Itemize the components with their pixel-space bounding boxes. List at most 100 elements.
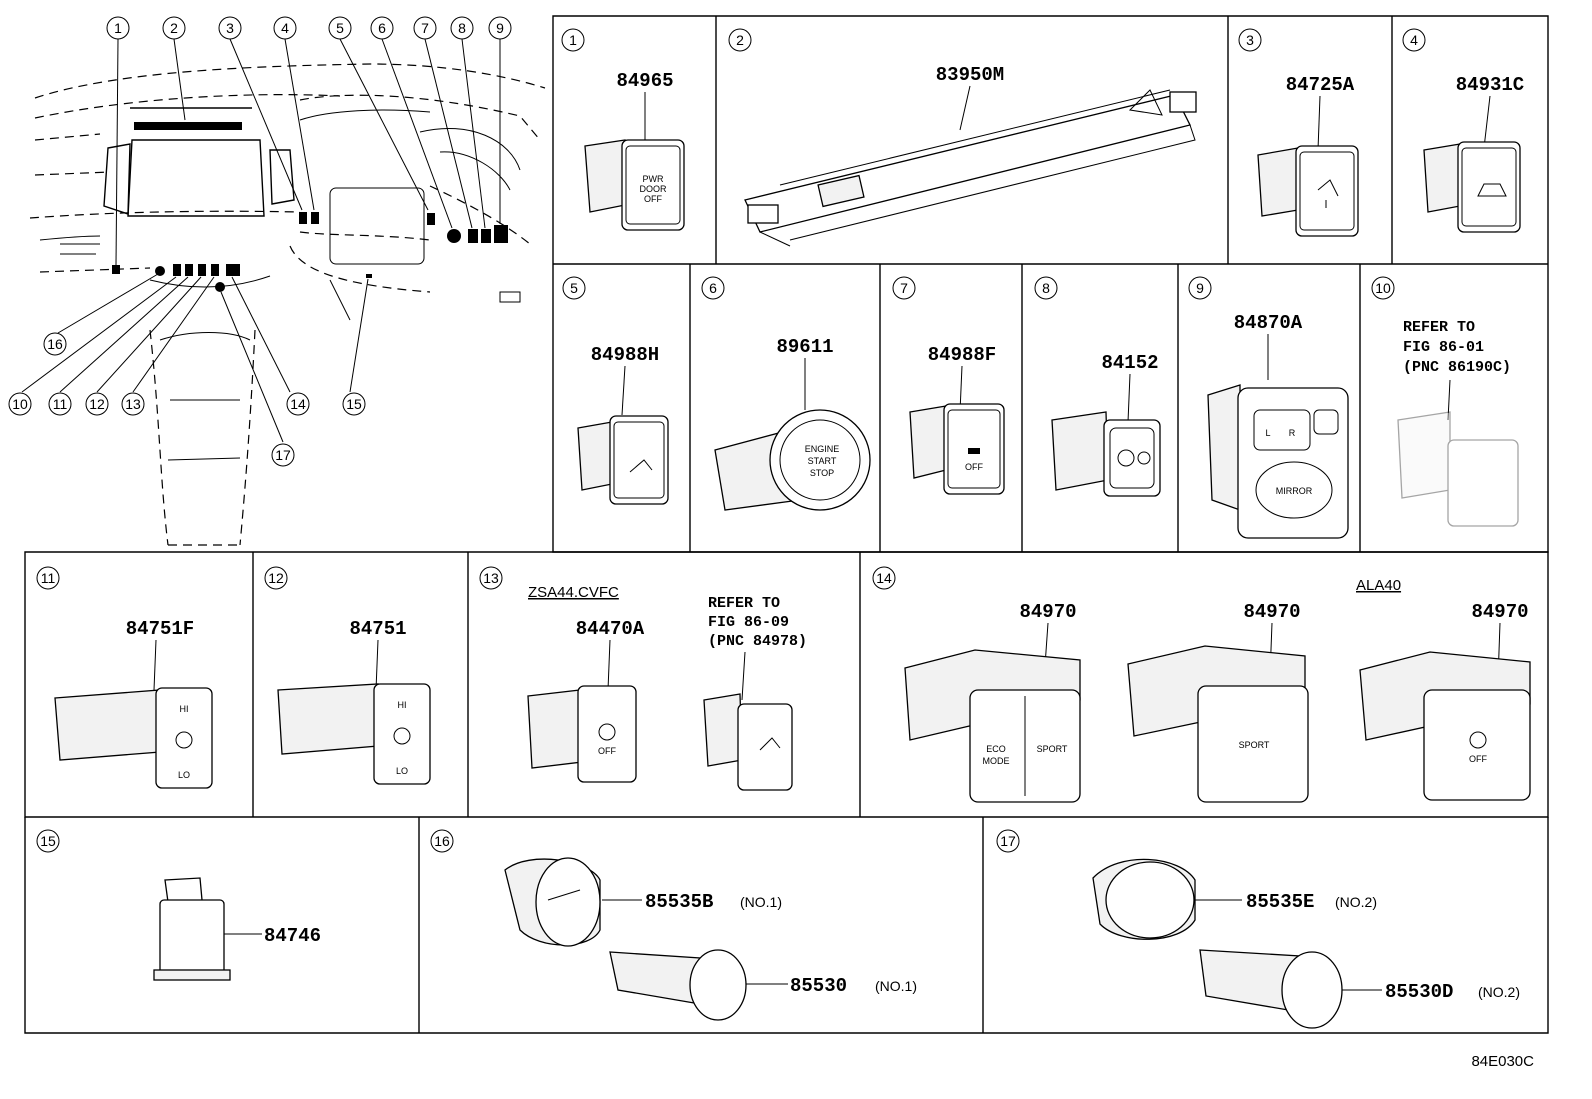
callout-7: 7 — [413, 16, 437, 40]
part-number: 84970 — [1019, 601, 1076, 623]
svg-text:3: 3 — [226, 20, 234, 36]
svg-text:16: 16 — [47, 336, 63, 352]
part-number: 84470A — [576, 618, 645, 640]
cell-15: 15 84746 — [36, 829, 321, 981]
power-socket-85535E — [1092, 858, 1196, 940]
part-number: 84725A — [1286, 74, 1355, 96]
auto-off-switch: OFF — [1359, 651, 1531, 801]
part-number: 84931C — [1456, 74, 1524, 96]
part-number: 85530 — [790, 975, 847, 997]
part-suffix: (NO.1) — [740, 894, 782, 910]
svg-text:R: R — [1289, 428, 1296, 438]
callout-10: 10 — [8, 392, 32, 416]
engine-start-button-89611: ENGINE START STOP — [714, 409, 871, 511]
svg-text:6: 6 — [709, 280, 717, 296]
svg-text:ENGINE: ENGINE — [805, 444, 840, 454]
part-suffix: (NO.1) — [875, 978, 917, 994]
condition-label: ALA40 — [1356, 577, 1401, 594]
svg-text:13: 13 — [125, 396, 141, 412]
eco-sport-switch: ECO MODE SPORT — [904, 649, 1081, 803]
figure-code: 84E030C — [1471, 1053, 1534, 1070]
switch-84746 — [153, 877, 231, 981]
callout-16: 16 — [43, 332, 67, 356]
svg-text:4: 4 — [281, 20, 289, 36]
svg-text:OFF: OFF — [598, 746, 616, 756]
part-suffix: (NO.2) — [1478, 984, 1520, 1000]
part-number: 84751 — [349, 618, 406, 640]
switch-84470A: OFF — [527, 685, 637, 783]
cell-2: 2 83950M — [728, 28, 1197, 247]
svg-text:13: 13 — [483, 570, 499, 586]
reference-part-84978 — [703, 693, 793, 791]
svg-text:11: 11 — [41, 570, 56, 586]
reference-note: REFER TO — [1403, 319, 1475, 336]
sport-switch: SPORT — [1127, 645, 1309, 803]
svg-text:9: 9 — [1196, 280, 1204, 296]
svg-text:1: 1 — [569, 32, 577, 48]
switch-84965: PWR DOOR OFF — [584, 139, 685, 231]
cell-10: 10 REFER TO FIG 86-01 (PNC 86190C) — [1371, 276, 1519, 527]
svg-text:6: 6 — [378, 20, 386, 36]
svg-text:L: L — [1265, 428, 1270, 438]
part-number: 85535B — [645, 891, 713, 913]
part-number: 84988F — [928, 344, 996, 366]
condition-label: ZSA44.CVFC — [528, 584, 619, 601]
seat-heater-switch-84751F: HI LO — [54, 687, 213, 789]
part-number: 84970 — [1471, 601, 1528, 623]
svg-text:2: 2 — [736, 32, 744, 48]
callout-13: 13 — [121, 392, 145, 416]
socket-insert-85530D — [1199, 949, 1343, 1029]
cell-17: 17 85535E (NO.2) 85530D (NO.2) — [996, 829, 1520, 1029]
reference-note: FIG 86-09 — [708, 614, 789, 631]
cell-11: 11 84751F HI LO — [36, 566, 213, 789]
cell-7: 7 84988F OFF — [892, 276, 1005, 495]
svg-text:8: 8 — [458, 20, 466, 36]
part-number: 84152 — [1101, 352, 1158, 374]
svg-text:OFF: OFF — [965, 462, 983, 472]
callout-14: 14 — [286, 392, 310, 416]
svg-text:5: 5 — [570, 280, 578, 296]
overview-callouts: 1 2 3 4 5 6 7 8 9 16 10 11 12 13 14 15 1… — [8, 16, 512, 467]
svg-text:9: 9 — [496, 20, 504, 36]
switch-84931C — [1423, 141, 1521, 233]
callout-5: 5 — [328, 16, 352, 40]
reference-note: (PNC 84978) — [708, 633, 807, 650]
svg-text:7: 7 — [900, 280, 908, 296]
svg-text:MODE: MODE — [983, 756, 1010, 766]
svg-text:10: 10 — [12, 396, 28, 412]
svg-text:12: 12 — [89, 396, 105, 412]
svg-text:14: 14 — [876, 570, 892, 586]
svg-text:17: 17 — [1000, 833, 1016, 849]
svg-text:16: 16 — [434, 833, 450, 849]
cell-5: 5 84988H — [562, 276, 669, 505]
reference-part-gray — [1397, 411, 1519, 527]
callout-12: 12 — [85, 392, 109, 416]
callout-1: 1 — [106, 16, 130, 40]
svg-text:14: 14 — [290, 396, 306, 412]
svg-text:15: 15 — [40, 833, 56, 849]
cell-1: 1 84965 PWR DOOR OFF — [561, 28, 685, 231]
switch-84152 — [1051, 411, 1161, 497]
svg-text:15: 15 — [346, 396, 362, 412]
svg-text:HI: HI — [398, 700, 407, 710]
cell-4: 4 84931C — [1402, 28, 1524, 233]
callout-8: 8 — [450, 16, 474, 40]
grid-lines — [24, 15, 1549, 1034]
part-number: 84970 — [1243, 601, 1300, 623]
switch-84988F: OFF — [909, 403, 1005, 495]
svg-text:PWR: PWR — [643, 174, 664, 184]
callout-15: 15 — [342, 392, 366, 416]
svg-text:8: 8 — [1042, 280, 1050, 296]
svg-text:11: 11 — [53, 396, 68, 412]
reference-note: FIG 86-01 — [1403, 339, 1484, 356]
cell-12: 12 84751 HI LO — [264, 566, 431, 785]
svg-text:5: 5 — [336, 20, 344, 36]
cell-14: 14 ALA40 84970 ECO MODE SPORT 84970 SPOR… — [872, 566, 1531, 803]
svg-text:4: 4 — [1410, 32, 1418, 48]
svg-text:SPORT: SPORT — [1037, 744, 1068, 754]
svg-text:10: 10 — [1375, 280, 1391, 296]
callout-11: 11 — [48, 392, 72, 416]
callout-3: 3 — [218, 16, 242, 40]
callout-4: 4 — [273, 16, 297, 40]
cell-6: 6 89611 ENGINE START STOP — [701, 276, 871, 511]
